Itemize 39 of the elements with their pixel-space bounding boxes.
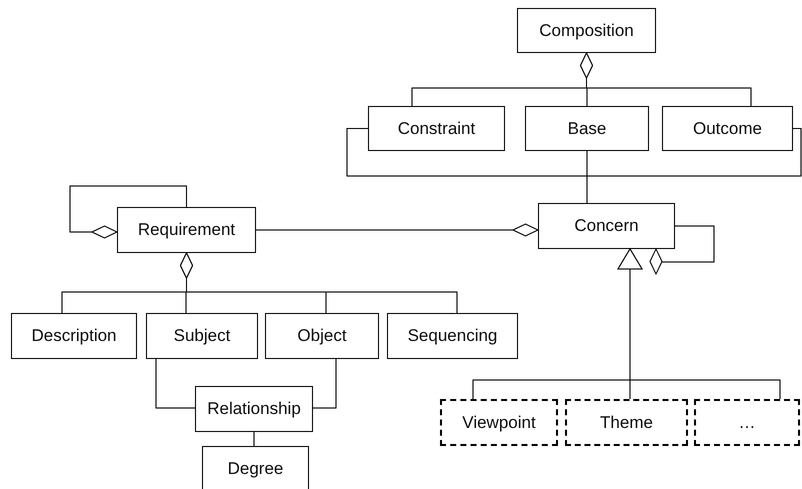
class-name: Viewpoint	[462, 412, 536, 432]
connector-line	[580, 52, 752, 106]
class-name: Base	[568, 118, 606, 138]
connector-line	[70, 186, 187, 238]
connector-line	[618, 248, 780, 400]
class-box	[11, 313, 137, 359]
class-name: …	[738, 412, 756, 432]
class-box	[368, 106, 505, 151]
dashed-class-box	[694, 399, 800, 446]
class-name: Subject	[174, 326, 230, 346]
class-box	[525, 106, 649, 151]
class-box	[517, 8, 656, 53]
class-name: Relationship	[207, 399, 301, 419]
class-box	[265, 313, 379, 359]
connector-line	[156, 358, 196, 408]
class-box	[662, 106, 793, 151]
class-box	[202, 446, 309, 489]
connector-line	[256, 224, 538, 236]
connector-line	[586, 128, 802, 204]
dashed-class-box	[565, 399, 688, 446]
class-name: Degree	[228, 458, 284, 478]
class-name: Object	[297, 326, 347, 346]
class-box	[538, 203, 675, 249]
class-box	[146, 313, 258, 359]
connector-line	[312, 358, 336, 408]
class-name: Sequencing	[408, 326, 498, 346]
class-name: Constraint	[398, 118, 476, 138]
class-name: Concern	[574, 216, 639, 236]
connector-line	[650, 226, 714, 274]
class-name: Composition	[539, 20, 634, 40]
class-name: Description	[31, 326, 117, 346]
class-box	[117, 207, 256, 253]
class-name: Requirement	[138, 220, 236, 240]
dashed-class-box	[440, 399, 558, 446]
class-box	[387, 313, 518, 359]
class-box	[195, 386, 313, 432]
connector-line	[180, 252, 458, 314]
class-name: Theme	[600, 412, 653, 432]
class-name: Outcome	[693, 118, 762, 138]
